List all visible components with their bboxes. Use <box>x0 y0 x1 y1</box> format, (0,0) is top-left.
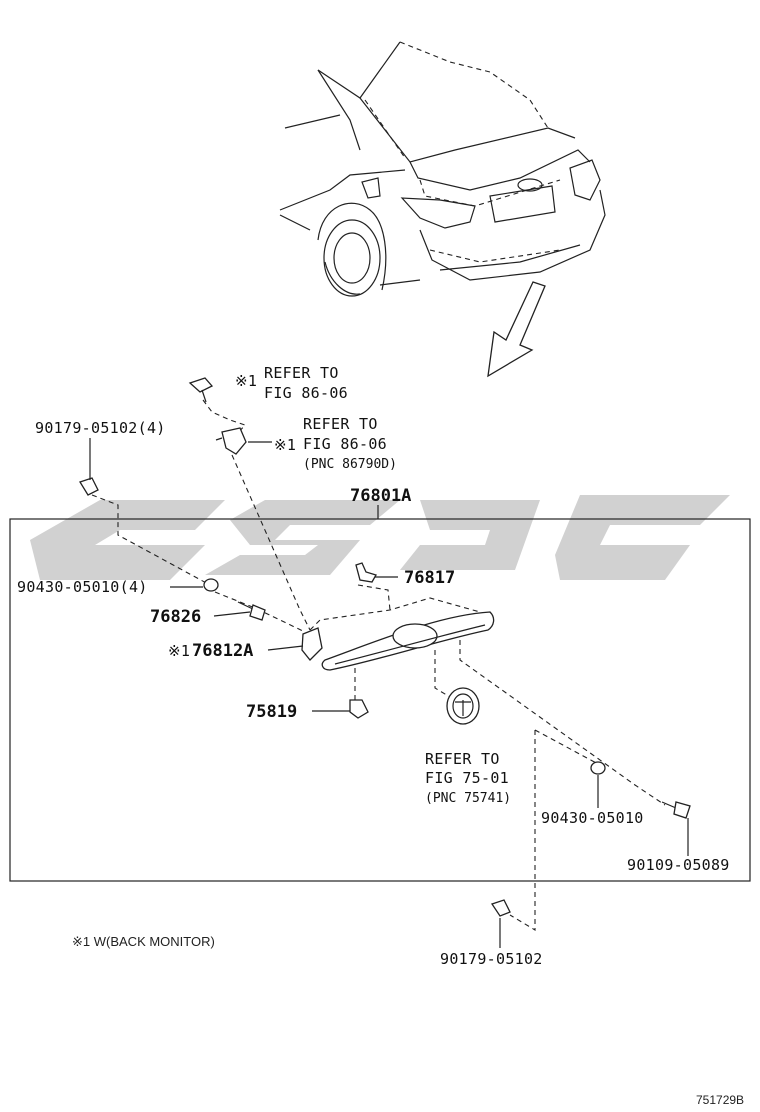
assembly-box <box>9 518 751 882</box>
clip-90179-icon <box>79 477 99 496</box>
refer-text-1b: FIG 86-06 <box>264 384 348 402</box>
footnote: ※1 W(BACK MONITOR) <box>72 934 215 949</box>
label-75819: 75819 <box>246 702 297 722</box>
refer-text-2b: FIG 86-06 <box>303 435 387 453</box>
figure-code: 751729B <box>696 1093 744 1107</box>
screw-90109-icon <box>661 801 691 819</box>
label-90430-05010-4: 90430-05010(4) <box>17 578 148 596</box>
washer-icon <box>203 578 219 592</box>
label-90179-05102: 90179-05102 <box>440 950 543 968</box>
screw-76826-icon <box>237 601 266 621</box>
label-76817: 76817 <box>404 568 455 588</box>
camera-76812a-icon <box>301 627 323 661</box>
garnish-76801a <box>321 611 495 671</box>
bolt-icon <box>188 377 214 403</box>
refer-mark-2: ※1 <box>274 436 296 454</box>
refer-mark-1: ※1 <box>235 372 257 390</box>
refer-text-3c: (PNC 75741) <box>425 791 511 806</box>
clip-90179-bottom-icon <box>490 899 511 917</box>
refer-text-3a: REFER TO <box>425 750 500 768</box>
label-76812a-mark: ※1 <box>168 642 190 660</box>
label-76801a: 76801A <box>350 486 411 506</box>
refer-text-1a: REFER TO <box>264 364 339 382</box>
label-90179-05102-4: 90179-05102(4) <box>35 419 166 437</box>
camera-bracket-icon <box>215 427 247 455</box>
label-90430-05010: 90430-05010 <box>541 809 644 827</box>
watermark-logo <box>30 495 730 580</box>
label-76826: 76826 <box>150 607 201 627</box>
clip-76817-icon <box>355 562 377 583</box>
refer-text-2a: REFER TO <box>303 415 378 433</box>
emblem-icon <box>446 687 480 725</box>
label-90109-05089: 90109-05089 <box>627 856 730 874</box>
label-76812a: 76812A <box>192 641 253 661</box>
washer-90430-icon <box>590 761 606 775</box>
refer-text-3b: FIG 75-01 <box>425 769 509 787</box>
car-rear-illustration <box>279 41 606 378</box>
clip-75819-icon <box>349 699 369 719</box>
refer-text-2c: (PNC 86790D) <box>303 457 397 472</box>
